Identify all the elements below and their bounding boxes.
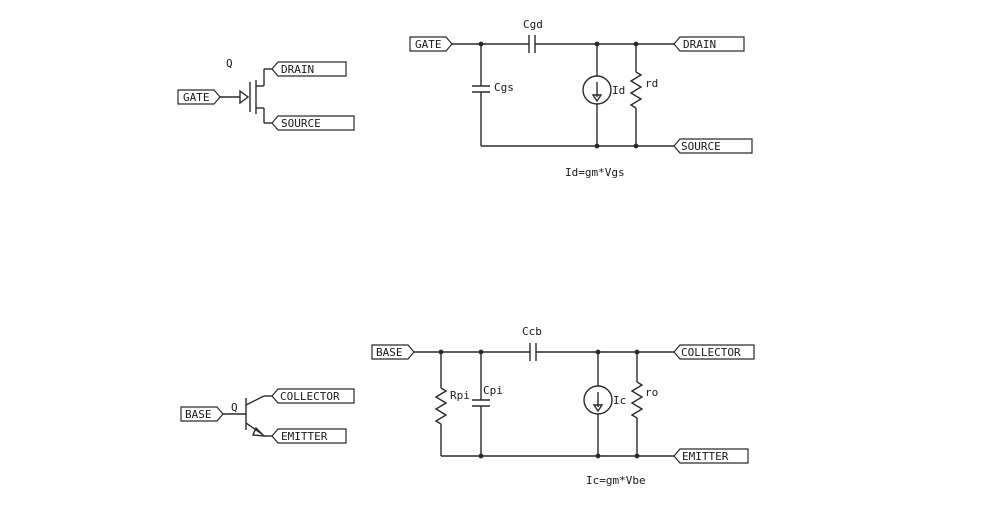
mosfet-gate-arrow-icon [239, 89, 250, 105]
mosfet-model: GATE Cgd Cgs Id rd DRAIN SOURCE [409, 18, 753, 179]
mosfet-rd-resistor-icon [629, 71, 643, 109]
mosfet-symbol-source-label: SOURCE [281, 117, 321, 130]
bjt-symbol-emitter-label: EMITTER [281, 430, 328, 443]
mosfet-model-drain-port[interactable] [673, 36, 745, 52]
mosfet-symbol-device-label: Q [226, 57, 233, 70]
mosfet-model-drain-label: DRAIN [683, 38, 716, 51]
bjt-ro-label: ro [645, 386, 658, 399]
mosfet-cgd-label: Cgd [523, 18, 543, 31]
bjt-model-collector-label: COLLECTOR [681, 346, 741, 359]
bjt-symbol: BASE Q COLLECTOR EMITTER [180, 388, 355, 444]
mosfet-symbol: GATE Q DRAIN SOURCE [177, 57, 355, 131]
bjt-model-base-label: BASE [376, 346, 403, 359]
mosfet-symbol-drain-port[interactable] [271, 61, 347, 77]
mosfet-symbol-drain-label: DRAIN [281, 63, 314, 76]
bjt-ccb-label: Ccb [522, 325, 542, 338]
mosfet-rd-label: rd [645, 77, 658, 90]
bjt-symbol-base-port[interactable] [180, 406, 224, 422]
bjt-model-emitter-label: EMITTER [682, 450, 729, 463]
bjt-symbol-collector-label: COLLECTOR [280, 390, 340, 403]
bjt-equation: Ic=gm*Vbe [586, 474, 646, 487]
bjt-rpi-resistor-icon [434, 387, 448, 425]
mosfet-id-label: Id [612, 84, 625, 97]
bjt-model-emitter-port[interactable] [673, 448, 749, 464]
bjt-rpi-label: Rpi [450, 389, 470, 402]
mosfet-symbol-source-port[interactable] [271, 115, 355, 131]
mosfet-symbol-gate-label: GATE [183, 91, 210, 104]
mosfet-model-gate-port[interactable] [409, 36, 453, 52]
mosfet-model-gate-label: GATE [415, 38, 442, 51]
bjt-symbol-base-label: BASE [185, 408, 212, 421]
bjt-cpi-label: Cpi [483, 384, 503, 397]
bjt-model-collector-port[interactable] [673, 344, 755, 360]
bjt-model-base-port[interactable] [371, 344, 415, 360]
bjt-symbol-device-label: Q [231, 401, 238, 414]
bjt-ro-resistor-icon [630, 381, 644, 419]
bjt-ic-label: Ic [613, 394, 626, 407]
mosfet-model-source-label: SOURCE [681, 140, 721, 153]
mosfet-equation: Id=gm*Vgs [565, 166, 625, 179]
bjt-symbol-collector-port[interactable] [271, 388, 355, 404]
mosfet-cgs-label: Cgs [494, 81, 514, 94]
mosfet-symbol-gate-port[interactable] [177, 89, 221, 105]
mosfet-model-source-port[interactable] [673, 138, 753, 154]
bjt-model: BASE Ccb Rpi Cpi Ic ro [371, 325, 755, 487]
bjt-emitter-arrow-icon [251, 426, 266, 437]
bjt-symbol-emitter-port[interactable] [271, 428, 347, 444]
